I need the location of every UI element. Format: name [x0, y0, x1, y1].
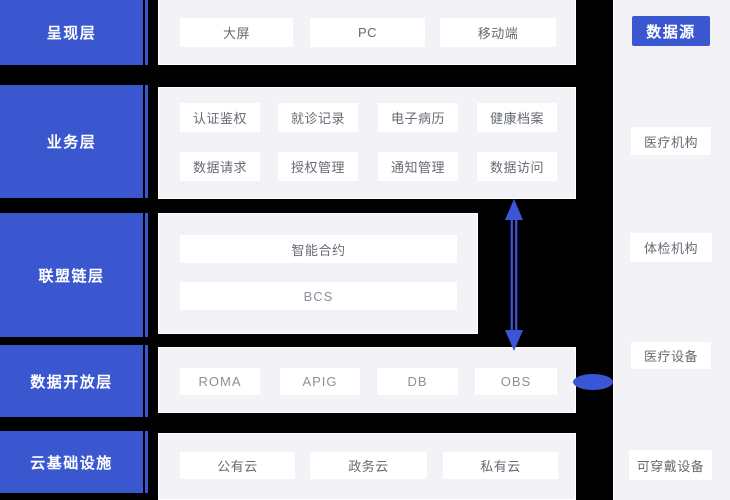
- module-medical-device: 医疗设备: [631, 342, 711, 369]
- module-authorization-mgmt: 授权管理: [278, 152, 358, 181]
- layer-box-cloud-infra: 云基础设施: [0, 431, 143, 493]
- module-checkup-org: 体检机构: [630, 233, 712, 262]
- module-wearable-device: 可穿戴设备: [629, 450, 712, 480]
- module-apig: APIG: [280, 368, 360, 395]
- connector-ellipse-icon: [573, 374, 613, 390]
- accent-line: [145, 213, 148, 337]
- module-notification-mgmt: 通知管理: [378, 152, 458, 181]
- module-db: DB: [377, 368, 458, 395]
- module-public-cloud: 公有云: [180, 452, 295, 479]
- layer-box-business: 业务层: [0, 85, 143, 198]
- accent-line: [145, 85, 148, 198]
- module-visit-records: 就诊记录: [278, 103, 358, 132]
- module-medical-org: 医疗机构: [631, 127, 711, 155]
- layer-box-presentation: 呈现层: [0, 0, 143, 65]
- module-health-archive: 健康档案: [477, 103, 557, 132]
- module-obs: OBS: [475, 368, 557, 395]
- module-roma: ROMA: [180, 368, 260, 395]
- module-data-access: 数据访问: [477, 152, 557, 181]
- module-private-cloud: 私有云: [443, 452, 558, 479]
- accent-line: [145, 345, 148, 417]
- module-emr: 电子病历: [378, 103, 458, 132]
- module-data-request: 数据请求: [180, 152, 260, 181]
- data-source-title: 数据源: [632, 16, 710, 46]
- panel-consortium-chain: [158, 213, 478, 334]
- module-gov-cloud: 政务云: [310, 452, 427, 479]
- module-big-screen: 大屏: [180, 18, 293, 47]
- accent-line: [145, 431, 148, 493]
- module-pc: PC: [310, 18, 425, 47]
- accent-line: [145, 0, 148, 65]
- module-smart-contract: 智能合约: [180, 235, 457, 263]
- bidirectional-arrow-icon: [505, 199, 523, 351]
- module-bcs: BCS: [180, 282, 457, 310]
- layer-box-consortium-chain: 联盟链层: [0, 213, 143, 337]
- module-auth: 认证鉴权: [180, 103, 260, 132]
- module-mobile: 移动端: [440, 18, 556, 47]
- layer-box-data-open: 数据开放层: [0, 345, 143, 417]
